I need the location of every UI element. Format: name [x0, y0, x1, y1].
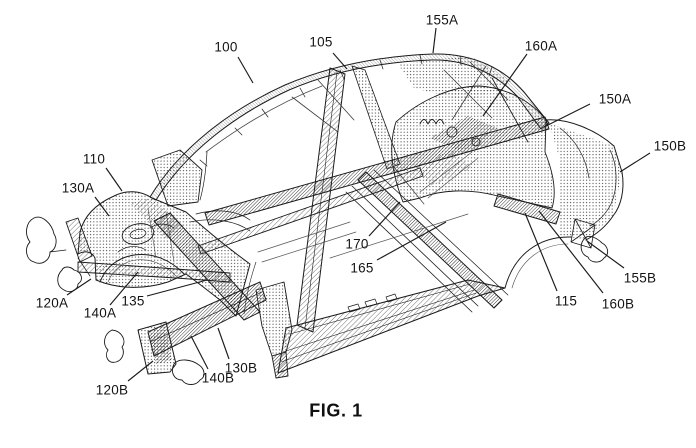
front-hook-outline-bottom: [57, 266, 82, 293]
leader-line-155A: [432, 27, 437, 54]
leader-line-160B: [538, 210, 604, 294]
ref-label-140B: 140B: [201, 370, 235, 386]
leader-lines: [66, 27, 651, 382]
leader-line-150B: [619, 152, 651, 173]
front-connector-lines: [49, 249, 91, 277]
rear-mass-squiggle: [419, 119, 445, 125]
ref-label-160A: 160A: [524, 38, 558, 54]
leader-line-140A: [109, 271, 139, 306]
leader-line-110: [105, 167, 123, 192]
rocker-tabs: [347, 293, 398, 313]
front-bumper-blade: [65, 217, 93, 263]
ref-label-120A: 120A: [35, 295, 69, 311]
leader-line-120A: [66, 278, 92, 296]
far-a-pillar: [205, 85, 323, 153]
front-side-member: [153, 212, 261, 321]
front-fender-mass: [77, 191, 251, 317]
beltline-rail: [204, 116, 550, 226]
tow-hook-outline-b: [171, 359, 205, 385]
front-hook-outline-top: [26, 216, 57, 264]
seat-back-lines: [419, 151, 479, 199]
ref-label-140A: 140A: [83, 305, 117, 321]
leader-line-135: [146, 279, 208, 297]
ref-label-100: 100: [214, 39, 238, 55]
far-side-floor-lines: [257, 213, 469, 263]
rear-wheel-arch-inner: [511, 243, 569, 289]
rear-tow-hook-outline: [580, 235, 609, 263]
leader-line-130B: [217, 327, 230, 360]
ref-label-105: 105: [309, 34, 333, 50]
floor-brace-main: [357, 171, 503, 309]
leader-line-165: [376, 221, 447, 261]
ref-label-150B: 150B: [653, 138, 687, 154]
ref-label-155A: 155A: [425, 12, 459, 28]
ref-label-165: 165: [350, 260, 374, 276]
ref-label-135: 135: [121, 293, 145, 309]
ref-label-130A: 130A: [61, 180, 95, 196]
cowl-edge: [199, 151, 208, 201]
leader-line-155B: [586, 240, 625, 269]
rear-quarter-top: [544, 119, 623, 173]
rear-mass-patch-2: [412, 150, 472, 186]
leader-line-130A: [94, 196, 110, 217]
tow-hook-outline-a: [104, 329, 125, 363]
leader-line-120B: [127, 360, 154, 382]
shock-tower-cap: [129, 228, 147, 240]
rear-wheel-arch: [504, 236, 572, 289]
bumper-bracket-lower-patch: [150, 332, 172, 364]
ref-label-115: 115: [554, 293, 578, 309]
rocker-inner-lines: [280, 283, 477, 363]
rear-mass-detail-circle: [446, 126, 458, 138]
leader-line-105: [332, 52, 348, 70]
ref-label-155B: 155B: [623, 270, 657, 286]
leader-line-170: [368, 201, 401, 237]
leader-line-160A: [482, 53, 528, 117]
rear-mass-patch-1: [430, 116, 498, 152]
rear-quarter-stipple: [549, 123, 622, 240]
leader-line-100: [237, 56, 254, 84]
leader-line-140B: [190, 335, 209, 370]
ref-label-120B: 120B: [95, 382, 129, 398]
shock-tower: [121, 223, 155, 245]
figure-caption: FIG. 1: [309, 400, 363, 421]
ref-label-150A: 150A: [598, 91, 632, 107]
ref-label-130B: 130B: [224, 360, 258, 376]
leader-line-150A: [543, 103, 591, 128]
ref-label-160B: 160B: [601, 296, 635, 312]
ref-label-110: 110: [82, 151, 106, 167]
b-pillar-centerline: [304, 71, 338, 329]
rear-bracket: [570, 218, 596, 249]
floor-brace-inner-line: [373, 169, 509, 296]
leader-line-115: [524, 212, 558, 292]
cowl-patch: [151, 149, 203, 207]
ref-label-170: 170: [345, 236, 369, 252]
